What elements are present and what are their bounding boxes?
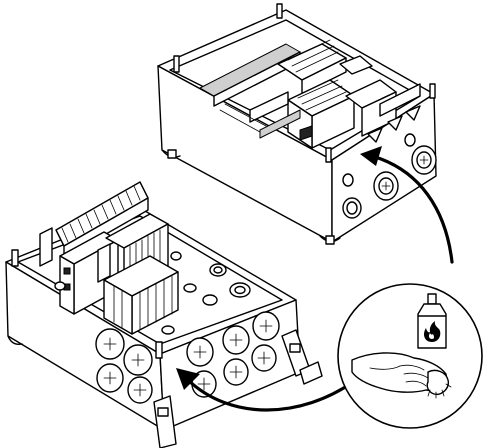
flame-icon (424, 321, 441, 342)
bottom-enclosure (5, 181, 323, 448)
arrow-into-bottom-enclosure (176, 368, 358, 412)
top-enclosure-cable-glands (342, 133, 437, 219)
cleaning-agent-bottle-icon (417, 293, 447, 349)
arrow-into-top-enclosure (360, 146, 454, 264)
cleaning-instruction-circle (337, 283, 483, 429)
hand-wiping-icon (351, 352, 452, 399)
bottom-enclosure-terminal-blocks (39, 213, 179, 335)
top-enclosure (157, 3, 437, 245)
top-enclosure-components (199, 39, 421, 149)
bottom-enclosure-cable-glands (95, 311, 280, 404)
bottom-enclosure-mounting-feet (153, 329, 323, 448)
bottom-enclosure-bosses (54, 251, 251, 335)
